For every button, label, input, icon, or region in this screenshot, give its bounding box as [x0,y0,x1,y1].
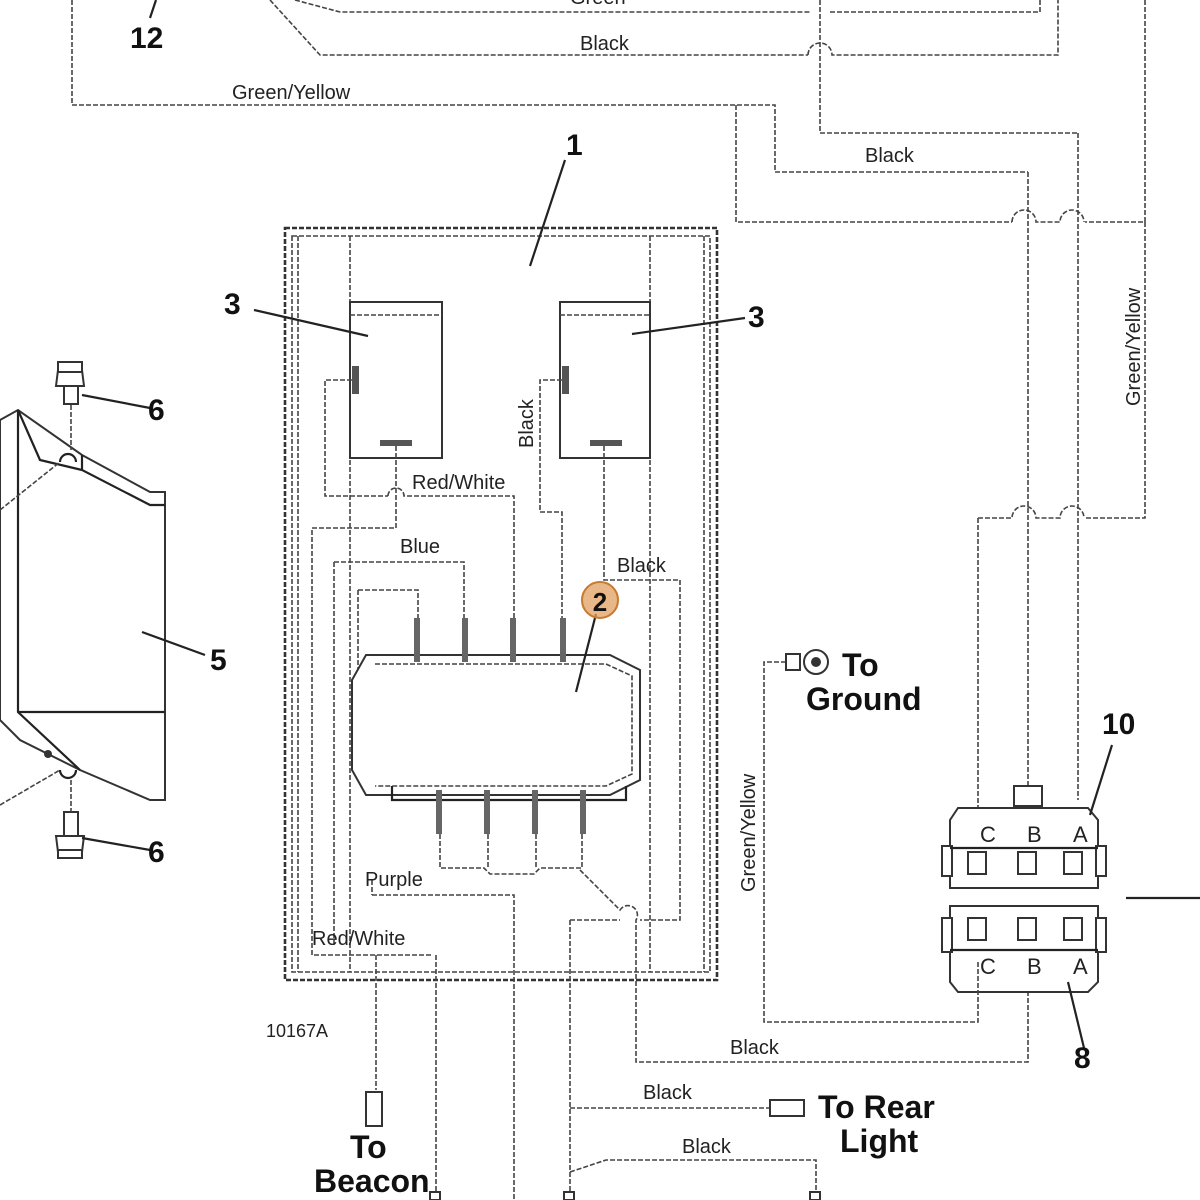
dest-ground: Ground [806,681,922,717]
leader-lines [81,0,1114,1049]
wire-label-red-white-bottom: Red/White [312,928,405,950]
wire-label-purple: Purple [365,869,423,891]
callout-2: 2 [593,587,607,617]
callout-2-circle [581,581,619,619]
bottom-wiring [365,1091,821,1200]
wire-label-black-bottom: Black [682,1136,732,1158]
wire-label-green-yellow-ground: Green/Yellow [738,773,760,892]
callout-10: 10 [1102,708,1135,741]
wire-label-green-yellow-right: Green/Yellow [1123,287,1145,406]
callout-2-marker: 2 [581,581,619,619]
destination-labels: To Ground To Rear Light To Beacon [314,647,935,1199]
connector-8 [941,896,1200,993]
callout-12: 12 [130,22,163,55]
dest-beacon: Beacon [314,1163,430,1199]
connector-8-pin-c: C [980,954,996,979]
module-bottom-terminals [436,790,586,834]
callout-6-bottom: 6 [148,836,165,869]
wire-labels: Green Black Green/Yellow Black Green/Yel… [232,0,1145,1158]
top-harness-wires [71,0,1146,820]
callout-5: 5 [210,644,227,677]
connector-10-pin-labels: C B A [980,822,1088,847]
wire-label-green-top: Green [570,0,626,9]
connector-8-pin-a: A [1073,954,1088,979]
callout-8: 8 [1074,1042,1091,1075]
connector-8-pin-b: B [1027,954,1042,979]
wire-label-black-mid: Black [865,145,915,167]
connector-10 [941,785,1107,889]
wire-label-black-relay: Black [516,398,538,448]
ground-wiring [763,649,979,1023]
dest-beacon-to: To [350,1129,387,1165]
wire-label-blue: Blue [400,536,440,558]
wire-label-red-white-top: Red/White [412,472,505,494]
relay-left [349,301,443,459]
wire-label-green-yellow-top: Green/Yellow [232,82,351,104]
connector-8-pin-labels: C B A [980,954,1088,979]
connector-10-pin-c: C [980,822,996,847]
wire-label-black-inner: Black [617,555,667,577]
control-module [351,618,641,875]
callout-1: 1 [566,129,583,162]
dest-rear-to: To Rear [818,1089,935,1125]
callout-3-left: 3 [224,288,241,321]
mounting-bracket [0,408,166,806]
callout-3-right: 3 [748,301,765,334]
figure-number: 10167A [266,1021,328,1041]
callout-6-top: 6 [148,394,165,427]
callout-numbers: 12 1 3 3 6 5 6 10 8 [130,22,1135,1075]
dest-rear-light: Light [840,1123,919,1159]
module-top-terminals [414,618,566,662]
connector-10-pin-a: A [1073,822,1088,847]
connector-10-pin-b: B [1027,822,1042,847]
wire-label-black-top: Black [580,33,630,55]
bolt-bottom [54,780,86,859]
bolt-top [54,361,86,450]
wire-label-black-connector: Black [730,1037,780,1059]
relay-right [559,301,651,459]
dest-ground-to: To [842,647,879,683]
wire-label-black-rear: Black [643,1082,693,1104]
